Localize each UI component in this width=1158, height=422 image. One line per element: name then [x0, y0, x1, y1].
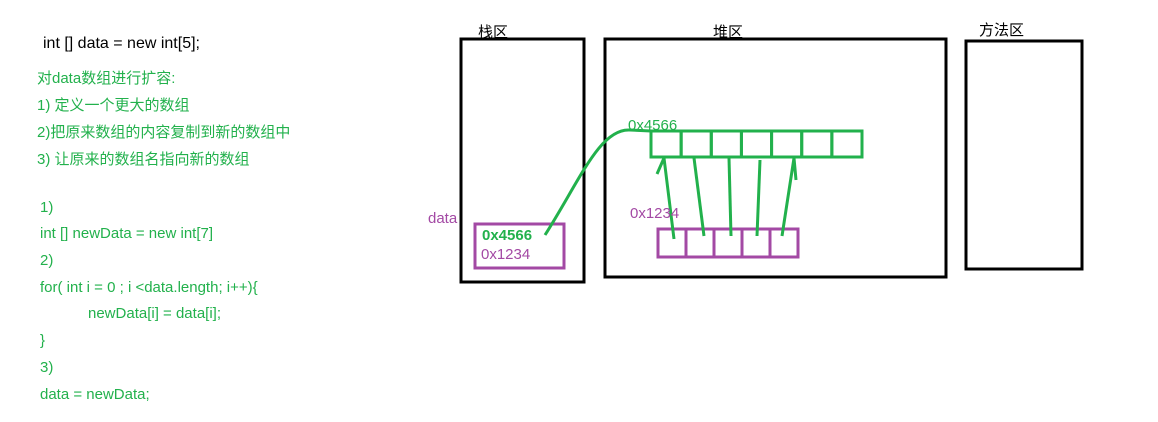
- copy-arrow: [755, 159, 762, 237]
- code-line: 3): [40, 359, 54, 376]
- array-cell: [709, 129, 743, 159]
- method-region-box: [964, 39, 1084, 271]
- variable-name: data: [428, 210, 458, 227]
- array-cell: [770, 129, 804, 159]
- method-region-label: 方法区: [979, 22, 1025, 39]
- code-line: for( int i = 0 ; i <data.length; i++){: [40, 279, 258, 296]
- array-cell: [712, 227, 744, 259]
- copy-arrows: [655, 157, 798, 240]
- code-line: 1): [40, 199, 54, 216]
- copy-arrow: [780, 157, 798, 237]
- new-array: [649, 129, 864, 159]
- stack-region-label: 栈区: [478, 24, 509, 41]
- array-cell: [679, 129, 713, 159]
- new-reference-value: 0x4566: [482, 227, 533, 244]
- code-line: int [] newData = new int[7]: [40, 225, 214, 242]
- code-line: data = newData;: [40, 386, 150, 403]
- reference-arrow: [543, 128, 652, 236]
- note-step: 2)把原来数组的内容复制到新的数组中: [37, 124, 291, 141]
- code-line: newData[i] = data[i];: [88, 305, 221, 322]
- code-header: int [] data = new int[5];: [43, 35, 200, 52]
- note-step: 3) 让原来的数组名指向新的数组: [37, 151, 250, 168]
- notes-title: 对data数组进行扩容:: [37, 70, 176, 87]
- heap-region-box: [603, 37, 948, 279]
- copy-arrow: [655, 157, 676, 240]
- note-step: 1) 定义一个更大的数组: [37, 97, 190, 114]
- array-cell: [739, 129, 774, 159]
- old-array: [656, 227, 800, 259]
- code-line: }: [40, 332, 46, 349]
- array-cell: [768, 227, 800, 259]
- new-array-address: 0x4566: [628, 117, 678, 134]
- array-cell: [830, 129, 864, 159]
- stack-variable-box: [473, 222, 566, 270]
- old-array-address: 0x1234: [630, 205, 680, 222]
- array-cell: [800, 129, 834, 159]
- old-reference-value: 0x1234: [481, 246, 531, 263]
- heap-region-label: 堆区: [713, 24, 744, 41]
- stack-region-box: [459, 37, 586, 284]
- code-line: 2): [40, 252, 54, 269]
- array-cell: [684, 227, 716, 259]
- copy-arrow: [692, 157, 706, 237]
- copy-arrow: [727, 157, 733, 237]
